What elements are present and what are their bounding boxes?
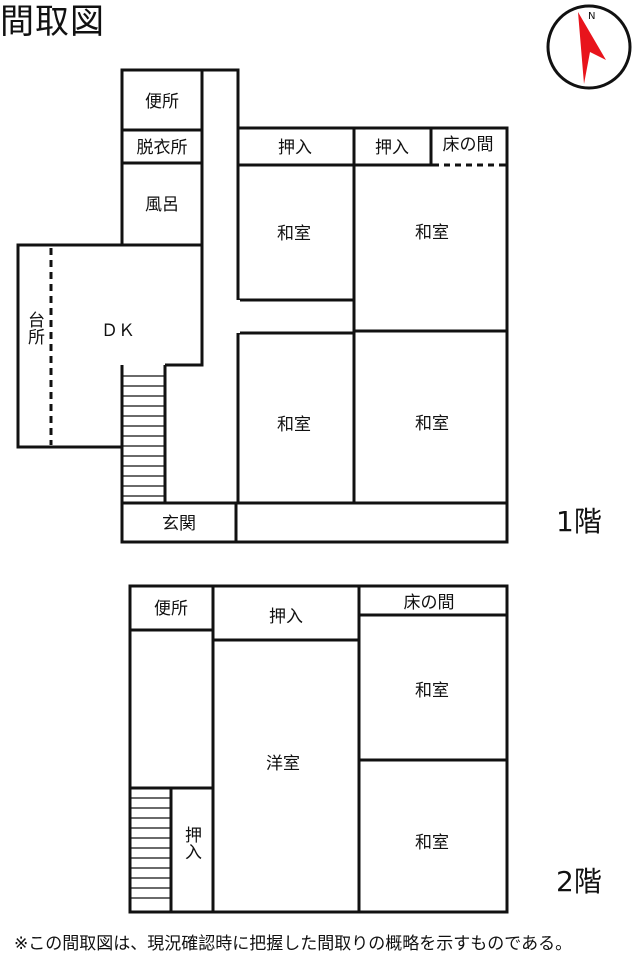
room-f1-dk: ＤＫ: [101, 321, 135, 341]
room-f1-alcove: 床の間: [443, 135, 494, 155]
compass-north-arrow-icon: N: [546, 4, 632, 90]
room-f2-closet-side: 押入: [181, 826, 202, 860]
disclaimer-note: ※この間取図は、現況確認時に把握した間取りの概略を示すものである。: [14, 934, 573, 954]
room-f1-dressing: 脱衣所: [137, 138, 188, 158]
floor-1-stairs: [123, 375, 164, 497]
floor-1-plan: [16, 68, 509, 544]
page-title: 間取図: [0, 2, 105, 42]
floor-2-label: 2階: [556, 865, 602, 898]
room-f2-closet-top: 押入: [269, 607, 303, 627]
room-f2-toilet: 便所: [154, 599, 188, 619]
floor-2-stairs: [131, 797, 170, 899]
room-f2-yoshitsu: 洋室: [266, 754, 300, 774]
floor-2-plan: [128, 584, 509, 914]
room-f1-entrance: 玄関: [162, 514, 196, 534]
room-f1-closet-b: 押入: [375, 138, 409, 158]
room-f1-kitchen: 台所: [24, 311, 45, 345]
floor-1-label: 1階: [556, 505, 602, 538]
room-f1-washitsu-3: 和室: [277, 415, 311, 435]
room-f2-washitsu-1: 和室: [415, 681, 449, 701]
room-f2-washitsu-2: 和室: [415, 833, 449, 853]
room-f1-washitsu-2: 和室: [415, 223, 449, 243]
room-f1-bath: 風呂: [145, 195, 179, 215]
room-f1-washitsu-1: 和室: [277, 224, 311, 244]
room-f1-washitsu-4: 和室: [415, 414, 449, 434]
room-f2-alcove: 床の間: [404, 593, 455, 613]
room-f1-closet-a: 押入: [278, 138, 312, 158]
compass-north-label: N: [588, 11, 595, 22]
room-f1-toilet: 便所: [145, 92, 179, 112]
